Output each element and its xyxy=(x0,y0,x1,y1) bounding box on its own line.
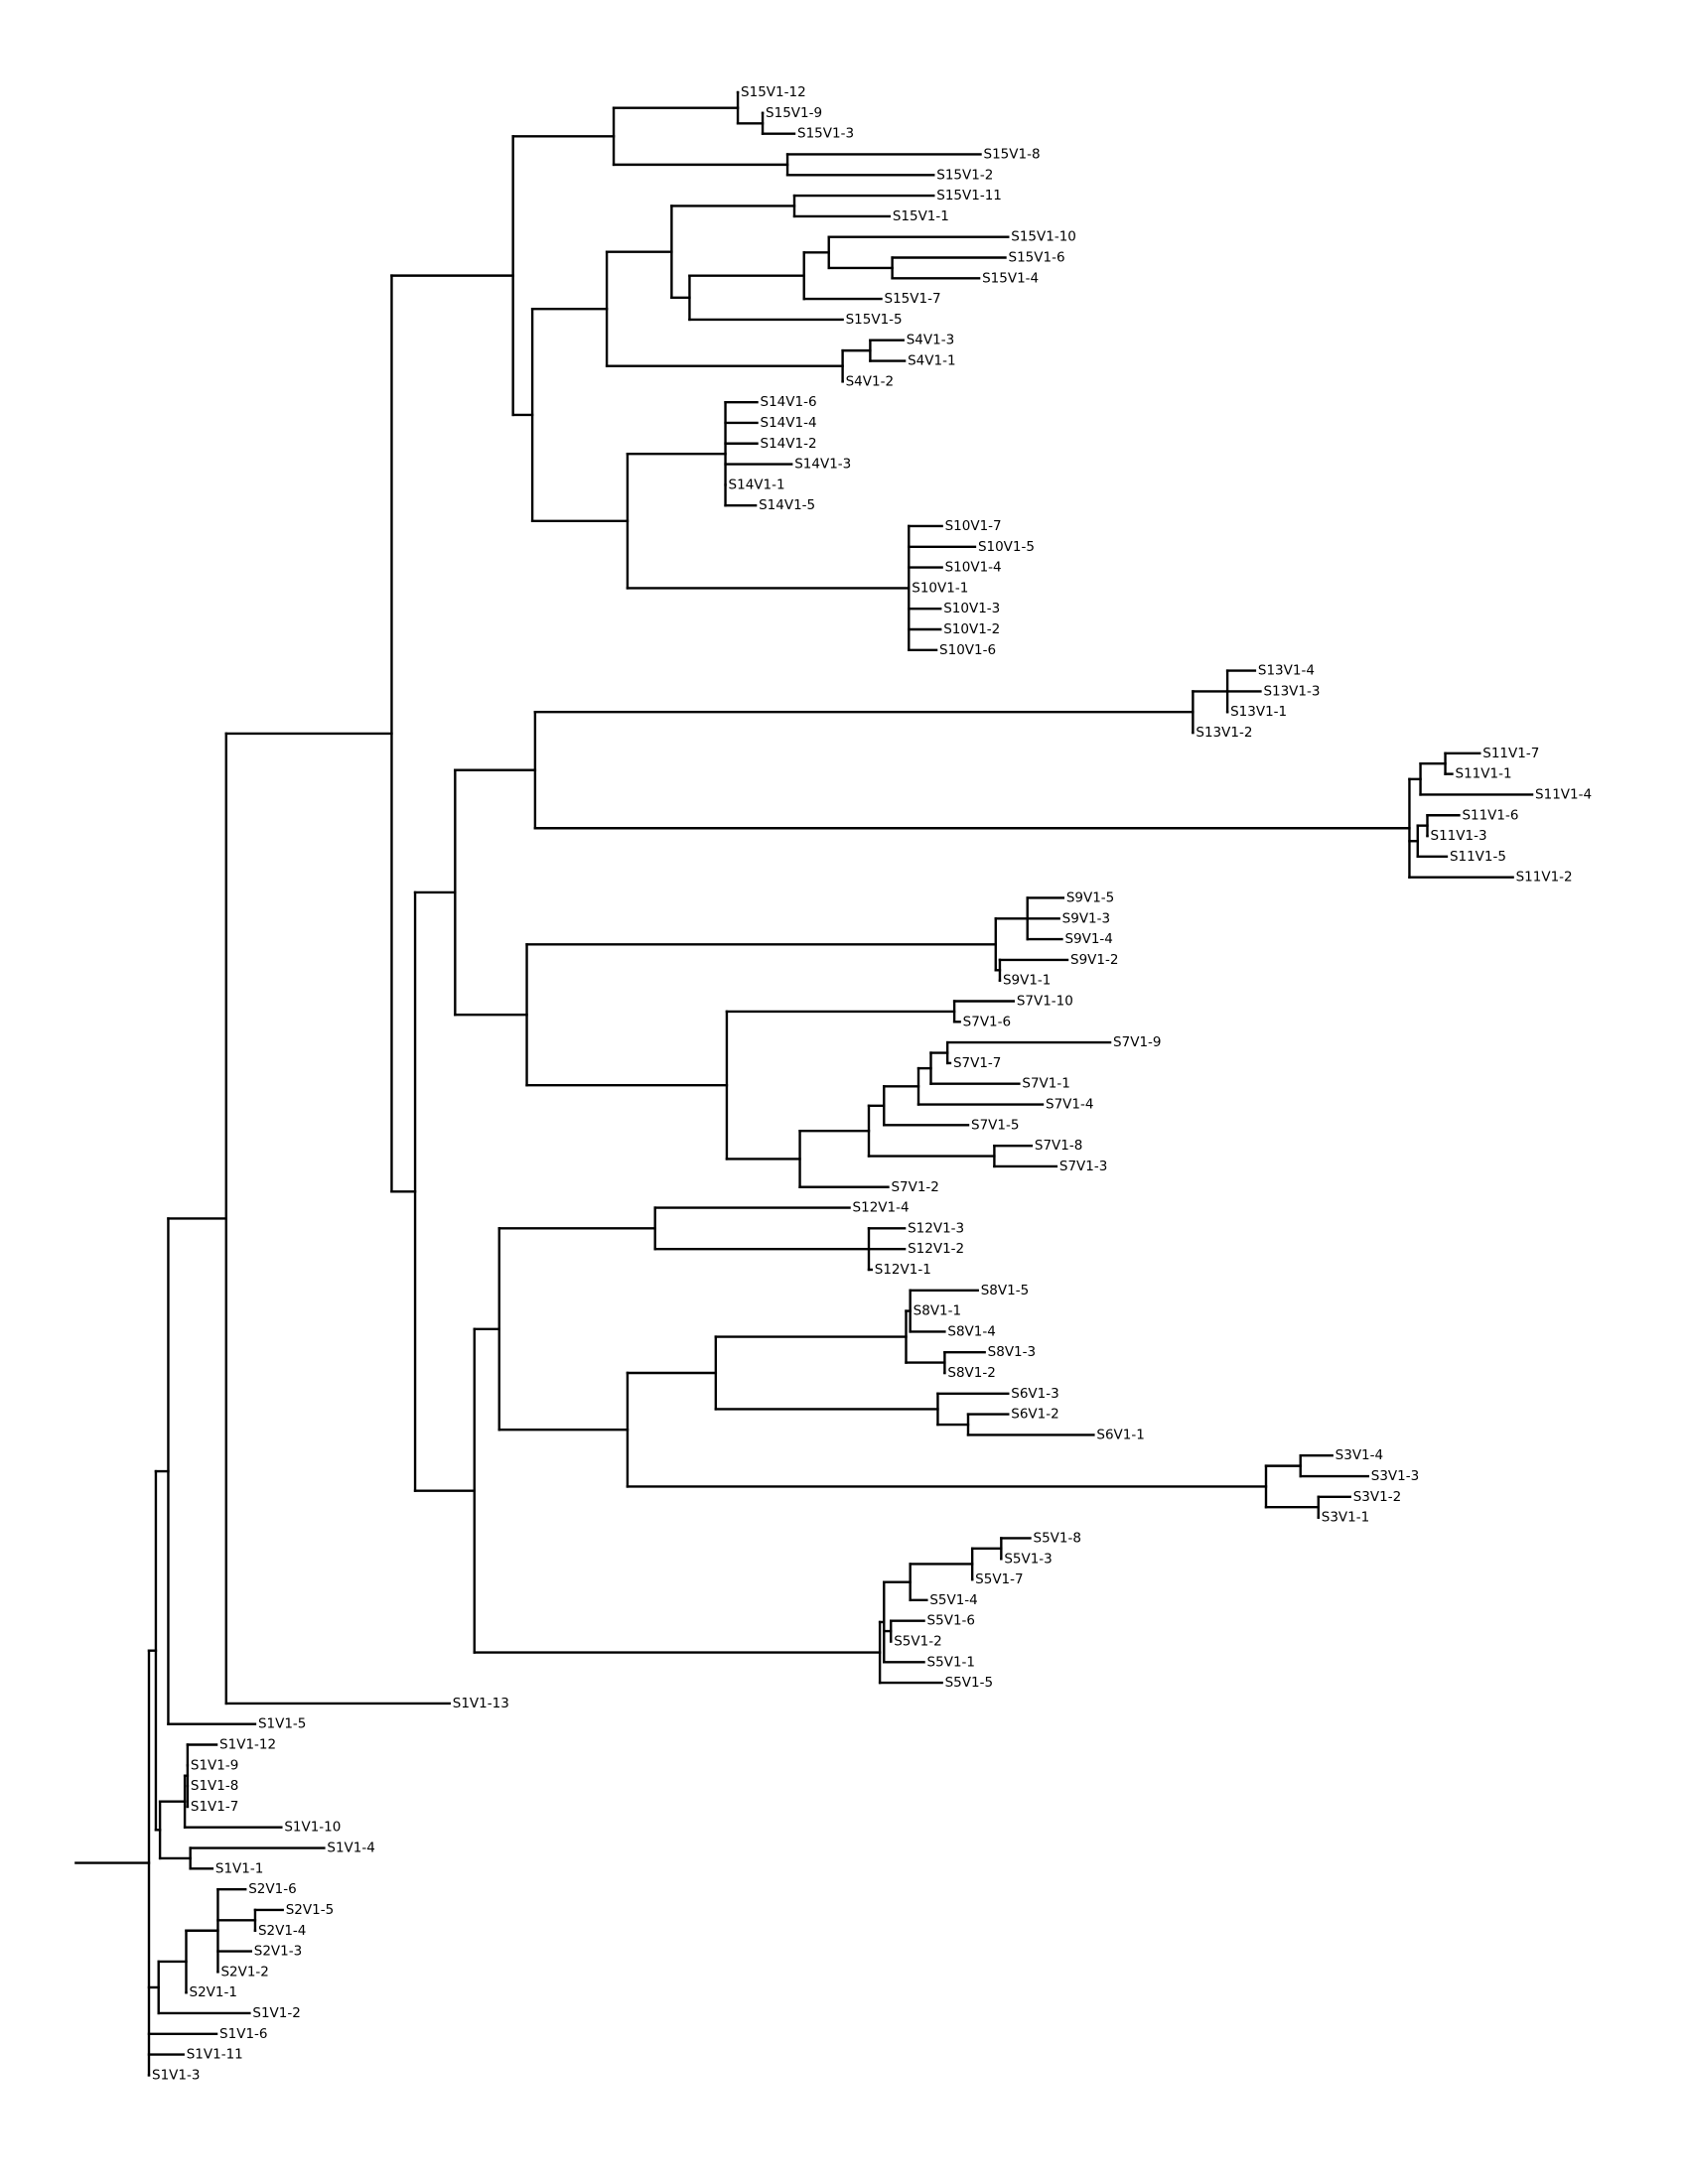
leaf-label: S13V1-3 xyxy=(1263,683,1320,699)
leaf-label: S10V1-6 xyxy=(939,642,996,658)
leaf-label: S15V1-2 xyxy=(936,167,993,183)
leaf-label: S12V1-2 xyxy=(908,1241,964,1257)
leaf-label: S11V1-3 xyxy=(1431,828,1487,844)
leaf-label: S8V1-1 xyxy=(914,1303,961,1319)
leaf-label: S1V1-4 xyxy=(327,1841,374,1856)
leaf-label: S5V1-5 xyxy=(945,1675,993,1691)
leaf-label: S7V1-6 xyxy=(963,1014,1011,1029)
leaf-label: S1V1-2 xyxy=(252,2005,300,2021)
leaf-label: S15V1-10 xyxy=(1011,229,1076,245)
leaf-label: S8V1-5 xyxy=(981,1283,1029,1298)
leaf-label: S1V1-13 xyxy=(453,1696,509,1711)
leaf-label: S15V1-11 xyxy=(936,188,1002,204)
leaf-label: S15V1-7 xyxy=(885,291,941,307)
leaf-label: S7V1-3 xyxy=(1059,1159,1107,1174)
leaf-label: S12V1-3 xyxy=(908,1220,964,1236)
leaf-label: S14V1-6 xyxy=(761,394,817,410)
leaf-label: S3V1-4 xyxy=(1336,1447,1383,1463)
leaf-label: S2V1-5 xyxy=(286,1902,334,1918)
leaf-label: S7V1-7 xyxy=(953,1055,1001,1071)
leaf-label: S3V1-2 xyxy=(1353,1489,1401,1505)
leaf-label: S10V1-3 xyxy=(943,601,1000,616)
leaf-label: S7V1-9 xyxy=(1113,1034,1161,1050)
leaf-label: S15V1-5 xyxy=(846,312,903,328)
leaf-label: S15V1-3 xyxy=(797,126,854,142)
leaf-label: S15V1-8 xyxy=(984,146,1041,162)
leaf-label: S5V1-6 xyxy=(927,1613,975,1629)
leaf-label: S15V1-12 xyxy=(741,84,806,100)
leaf-label: S11V1-1 xyxy=(1456,766,1512,782)
leaf-label: S2V1-6 xyxy=(248,1881,296,1897)
leaf-label: S11V1-7 xyxy=(1482,746,1539,761)
leaf-label: S10V1-4 xyxy=(945,560,1002,576)
leaf-label: S5V1-3 xyxy=(1004,1551,1052,1567)
leaf-label: S2V1-4 xyxy=(258,1923,306,1939)
leaf-label: S1V1-12 xyxy=(219,1737,276,1753)
leaf-label: S5V1-7 xyxy=(975,1571,1023,1587)
leaf-label: S1V1-1 xyxy=(215,1860,263,1876)
leaf-label: S5V1-1 xyxy=(927,1654,975,1670)
leaf-label: S1V1-8 xyxy=(191,1778,238,1794)
leaf-label: S1V1-10 xyxy=(284,1820,341,1836)
leaf-label: S2V1-1 xyxy=(190,1984,237,2000)
leaf-label: S3V1-3 xyxy=(1371,1468,1419,1484)
leaf-label: S5V1-2 xyxy=(894,1633,941,1649)
leaf-label: S10V1-7 xyxy=(945,518,1002,534)
leaf-label: S3V1-1 xyxy=(1322,1510,1369,1526)
leaf-label: S9V1-4 xyxy=(1064,931,1112,947)
leaf-label: S10V1-1 xyxy=(912,580,968,596)
leaf-label: S7V1-1 xyxy=(1022,1076,1069,1092)
leaf-label: S9V1-1 xyxy=(1003,973,1051,989)
leaf-label: S14V1-3 xyxy=(794,457,851,473)
leaf-label: S10V1-5 xyxy=(978,539,1035,555)
leaf-label: S8V1-3 xyxy=(988,1344,1036,1360)
leaf-label: S11V1-4 xyxy=(1535,786,1592,802)
leaf-label: S14V1-1 xyxy=(729,477,785,492)
leaf-label: S1V1-9 xyxy=(191,1757,238,1773)
leaf-label: S4V1-3 xyxy=(907,333,954,348)
leaf-label: S5V1-8 xyxy=(1034,1530,1081,1546)
leaf-label: S14V1-2 xyxy=(761,436,817,452)
leaf-label: S11V1-5 xyxy=(1450,849,1506,865)
leaf-label: S11V1-6 xyxy=(1462,807,1518,823)
leaf-label: S9V1-5 xyxy=(1066,889,1114,905)
leaf-label: S7V1-2 xyxy=(891,1179,938,1195)
leaf-label: S12V1-1 xyxy=(875,1262,931,1278)
leaf-label: S15V1-4 xyxy=(982,270,1039,286)
leaf-label: S14V1-5 xyxy=(759,497,815,513)
leaf-label: S9V1-2 xyxy=(1070,952,1118,968)
leaf-label: S14V1-4 xyxy=(761,415,817,431)
leaf-label: S7V1-8 xyxy=(1035,1138,1082,1154)
leaf-label: S6V1-3 xyxy=(1011,1386,1058,1402)
leaf-label: S5V1-4 xyxy=(929,1592,977,1608)
leaf-label: S7V1-4 xyxy=(1046,1097,1093,1113)
leaf-label: S15V1-1 xyxy=(893,208,949,224)
leaf-label: S6V1-2 xyxy=(1011,1407,1058,1423)
leaf-label: S4V1-2 xyxy=(846,373,894,389)
leaf-label: S4V1-1 xyxy=(908,353,955,369)
leaf-label: S13V1-4 xyxy=(1258,663,1315,679)
leaf-label: S15V1-6 xyxy=(1009,250,1065,266)
leaf-label: S1V1-6 xyxy=(219,2026,267,2042)
leaf-label: S9V1-3 xyxy=(1062,910,1110,926)
leaf-label: S1V1-3 xyxy=(152,2067,200,2083)
leaf-label: S11V1-2 xyxy=(1516,870,1573,886)
leaf-label: S7V1-10 xyxy=(1017,994,1073,1010)
leaf-label: S8V1-2 xyxy=(947,1365,995,1381)
leaf-label: S13V1-2 xyxy=(1196,725,1252,741)
leaf-label: S2V1-3 xyxy=(254,1944,302,1960)
leaf-label: S12V1-4 xyxy=(853,1200,910,1216)
leaf-label: S13V1-1 xyxy=(1230,704,1287,720)
leaf-label: S6V1-1 xyxy=(1096,1427,1144,1442)
leaf-label: S8V1-4 xyxy=(947,1323,995,1339)
leaf-label: S7V1-5 xyxy=(971,1117,1019,1133)
leaf-label: S1V1-5 xyxy=(258,1716,306,1732)
leaf-label: S10V1-2 xyxy=(943,621,1000,637)
leaf-label: S2V1-2 xyxy=(220,1964,268,1979)
leaf-label: S1V1-7 xyxy=(191,1799,238,1815)
leaf-label: S1V1-11 xyxy=(187,2047,243,2063)
leaf-label: S15V1-9 xyxy=(766,105,822,121)
